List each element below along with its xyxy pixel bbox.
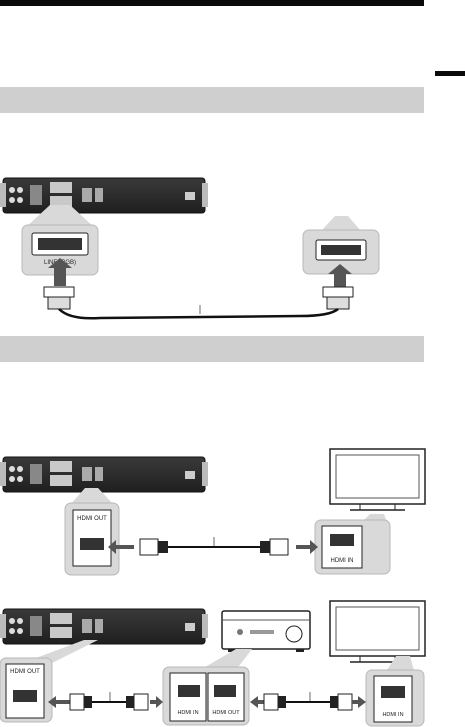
tv-hdmi-in-label-2: HDMI IN — [382, 712, 403, 718]
hdmi-plug-c — [263, 693, 286, 711]
scart-cable — [58, 307, 339, 320]
tv-set-1 — [329, 448, 426, 511]
arrow-left-icon — [108, 540, 134, 554]
section-band-hdmi — [0, 336, 424, 362]
section-band-scart — [0, 87, 424, 113]
av-amplifier — [221, 610, 311, 652]
player-hdmi-out-label-2: HDMI OUT — [10, 669, 40, 675]
tv-scart-jack — [315, 239, 367, 261]
hdmi-amp-figure: HDMI OUT HDMI IN HDMI OUT HDMI IN — [0, 600, 426, 727]
scart-plug-left — [43, 286, 75, 310]
scart-plug-right — [322, 286, 354, 310]
hdmi-plug-a — [69, 693, 92, 711]
player-hdmi-out-label-1: HDMI OUT — [77, 516, 107, 522]
hdmi-plug-b — [126, 693, 149, 711]
hdmi-plug-left — [139, 538, 168, 556]
hdmi-plug-d — [330, 693, 353, 711]
hdmi-tv-figure: HDMI OUT HDMI IN — [0, 448, 426, 576]
player-scart-jack — [31, 232, 89, 256]
player-rear-panel-3 — [0, 608, 208, 645]
amp-hdmi-in-label: HDMI IN — [177, 710, 198, 716]
player-rear-panel-2 — [0, 456, 208, 493]
arrow-up-icon-1 — [48, 258, 72, 286]
amp-hdmi-out-label: HDMI OUT — [212, 710, 240, 716]
arrow-up-icon-2 — [328, 264, 352, 287]
side-tab-marker — [435, 71, 465, 76]
tv-hdmi-in-label-1: HDMI IN — [331, 558, 354, 564]
scart-figure: LINE (RGB) — [0, 177, 380, 320]
hdmi-plug-right — [260, 538, 289, 556]
arrow-right-icon — [296, 540, 318, 554]
player-rear-panel-1 — [0, 177, 208, 214]
hdmi-port-icon — [80, 538, 104, 550]
tv-set-2 — [329, 600, 426, 663]
top-rule — [0, 0, 424, 6]
